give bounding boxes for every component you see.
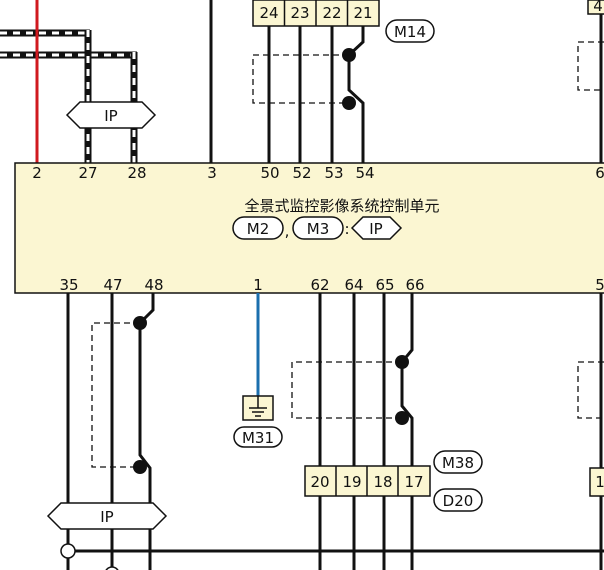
ip-tag-bottom-label: IP — [100, 508, 113, 526]
svg-text:IP: IP — [369, 220, 382, 238]
bottom-pin-label: 64 — [344, 276, 363, 294]
top-connector-pin: 21 — [353, 4, 372, 22]
connector-colon: : — [344, 220, 349, 238]
top-pin-label: 3 — [207, 164, 217, 182]
ip-tag-top: IP — [65, 101, 157, 129]
junction-node — [60, 543, 76, 559]
ground-tag: M31 — [242, 429, 274, 447]
top-pin-label: 6 — [595, 164, 604, 182]
ip-bus-top-cables — [0, 29, 138, 163]
top-pin-label: 52 — [292, 164, 311, 182]
control-unit-module: 2 27 28 3 50 52 53 54 6 全景式监控影像系统控制单元 M2… — [14, 162, 604, 294]
connector-separator: , — [285, 222, 290, 240]
right-edge-bottom: 1 — [577, 293, 604, 570]
top-pin-label: 2 — [32, 164, 42, 182]
top-pin-label: 27 — [78, 164, 97, 182]
top-pin-label: 50 — [260, 164, 279, 182]
ip-tag-bottom: IP — [46, 502, 168, 530]
bottom-pin-label: 66 — [405, 276, 424, 294]
right-edge-pin: 1 — [595, 473, 604, 491]
top-pin-label: 53 — [324, 164, 343, 182]
bottom-pin-label: 48 — [144, 276, 163, 294]
module-title: 全景式监控影像系统控制单元 — [244, 197, 439, 215]
bottom-connector-pin: 19 — [342, 473, 361, 491]
bottom-connector-pin: 18 — [373, 473, 392, 491]
module-connector-m3: M3 — [292, 216, 344, 240]
bottom-pin-label: 65 — [375, 276, 394, 294]
bottom-connector-pin: 20 — [310, 473, 329, 491]
top-pin-label: 28 — [127, 164, 146, 182]
bottom-pin-label: 35 — [59, 276, 78, 294]
top-connector-m14: 24 23 22 21 — [252, 0, 380, 27]
connector-tag-m14: M14 — [385, 19, 435, 43]
ground-m31: M31 — [233, 293, 283, 448]
svg-text:M2: M2 — [247, 220, 270, 238]
top-connector-pin: 23 — [290, 4, 309, 22]
connector-tag-m38: M38 — [433, 450, 483, 474]
svg-text:D20: D20 — [443, 492, 474, 510]
top-connector-pin: 22 — [322, 4, 341, 22]
junction-node — [105, 566, 119, 570]
svg-text:M14: M14 — [394, 23, 426, 41]
ground-icon — [249, 396, 267, 417]
bottom-pin-label: 1 — [253, 276, 263, 294]
top-pin-label: 54 — [355, 164, 374, 182]
top-connector-wires — [252, 26, 365, 163]
connector-tag-d20: D20 — [433, 488, 483, 512]
bottom-connector-wires — [291, 293, 414, 570]
right-edge-top: 4 — [577, 0, 604, 163]
bottom-connector-pin: 17 — [404, 473, 423, 491]
svg-text:M38: M38 — [442, 454, 474, 472]
bottom-pin-label: 47 — [103, 276, 122, 294]
ip-tag-top-label: IP — [104, 107, 117, 125]
bottom-pin-label: 62 — [310, 276, 329, 294]
bottom-connector-m38: 20 19 18 17 — [304, 465, 431, 497]
bottom-pin-label: 5 — [595, 276, 604, 294]
module-network-ip: IP — [350, 216, 403, 240]
right-edge-pin: 4 — [593, 0, 603, 15]
module-connector-m2: M2 — [232, 216, 284, 240]
top-connector-pin: 24 — [259, 4, 278, 22]
svg-text:M3: M3 — [307, 220, 330, 238]
